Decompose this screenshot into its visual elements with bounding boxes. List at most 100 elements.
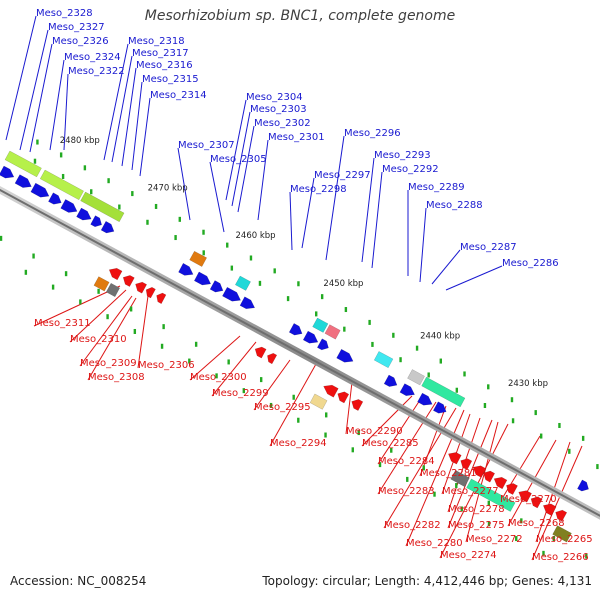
reverse-gene-arrow — [542, 503, 557, 516]
reverse-gene-label: Meso_2266 — [532, 552, 589, 563]
leader-line — [361, 157, 375, 263]
scale-ticks — [0, 139, 599, 559]
reverse-gene-arrow — [448, 452, 462, 465]
forward-gene-arrow — [239, 296, 256, 310]
scale-label: 2480 kbp — [60, 136, 100, 146]
reverse-gene-arrow — [472, 465, 487, 478]
leader-line — [63, 73, 69, 151]
tick-dot — [542, 550, 545, 556]
forward-gene-label: Meso_2314 — [150, 90, 207, 101]
forward-gene-label: Meso_2303 — [250, 104, 307, 115]
tick-dot — [202, 250, 205, 256]
forward-gene-label: Meso_2297 — [314, 170, 371, 181]
leader-line — [225, 99, 247, 201]
tick-dot — [378, 462, 382, 468]
forward-gene-label: Meso_2328 — [36, 8, 93, 19]
tick-dot — [539, 433, 543, 439]
reverse-gene-label: Meso_2272 — [466, 534, 523, 545]
tick-dot — [455, 483, 458, 489]
tick-dot — [259, 377, 263, 383]
reverse-gene-arrow — [518, 490, 532, 503]
leader-line — [29, 43, 53, 153]
leader-line — [121, 67, 137, 167]
tick-dot — [324, 432, 327, 438]
label-leader-lines — [5, 15, 583, 561]
forward-gene-arrow — [316, 338, 329, 351]
forward-gene-label: Meso_2322 — [68, 66, 125, 77]
reverse-gene-label: Meso_2270 — [500, 494, 557, 505]
tick-dot — [178, 216, 181, 222]
feature-block — [80, 191, 125, 223]
forward-gene-arrow — [178, 262, 194, 276]
forward-gene-label: Meso_2326 — [52, 36, 109, 47]
leader-line — [69, 289, 127, 343]
tick-dot — [90, 189, 93, 195]
leader-line — [371, 171, 383, 269]
forward-gene-label: Meso_2289 — [408, 182, 465, 193]
tick-dot — [36, 139, 39, 145]
reverse-gene-arrow — [267, 352, 278, 365]
forward-gene-arrow — [60, 199, 78, 213]
leader-line — [103, 43, 129, 161]
reverse-gene-label: Meso_2299 — [212, 388, 269, 399]
scale-label: 2470 kbp — [148, 184, 188, 194]
tick-dot — [325, 412, 328, 418]
leader-line — [445, 265, 503, 291]
leader-line — [431, 249, 461, 285]
tick-dot — [483, 403, 487, 409]
leader-line — [361, 395, 413, 447]
feature-block — [421, 376, 466, 408]
tick-dot — [51, 284, 55, 290]
forward-gene-label: Meso_2315 — [142, 74, 199, 85]
leader-line — [289, 191, 293, 251]
leader-line — [137, 295, 149, 369]
leader-line — [269, 363, 317, 447]
forward-gene-arrow — [209, 280, 224, 293]
tick-dot — [511, 418, 515, 424]
forward-gene-label: Meso_2296 — [344, 128, 401, 139]
forward-gene-label: Meso_2302 — [254, 118, 311, 129]
map-title: Mesorhizobium sp. BNC1, complete genome — [144, 8, 456, 24]
tick-dot — [292, 394, 295, 400]
forward-gene-label: Meso_2293 — [374, 150, 431, 161]
tick-dot — [351, 447, 354, 453]
tick-dot — [129, 306, 133, 312]
tick-dot — [269, 402, 273, 408]
forward-gene-arrow — [0, 165, 15, 179]
forward-gene-arrow — [336, 348, 354, 363]
leader-line — [345, 381, 353, 435]
tick-dot — [286, 296, 290, 302]
tick-dot — [33, 158, 37, 164]
leader-line — [111, 55, 133, 163]
tick-dot — [0, 235, 3, 241]
leader-line — [257, 139, 269, 221]
tick-dot — [515, 536, 518, 542]
leader-line — [33, 285, 121, 327]
tick-dot — [97, 288, 100, 294]
forward-gene-arrow — [193, 271, 212, 286]
reverse-gene-label: Meso_2280 — [406, 538, 463, 549]
forward-gene-label: Meso_2298 — [290, 184, 347, 195]
scale-label: 2440 kbp — [420, 331, 460, 341]
forward-gene-arrow — [399, 383, 415, 396]
forward-gene-label: Meso_2304 — [246, 92, 303, 103]
tick-dot — [162, 324, 165, 330]
feature-block — [189, 250, 208, 267]
feature-block — [373, 351, 394, 369]
tick-dot — [215, 373, 218, 379]
forward-gene-label: Meso_2288 — [426, 200, 483, 211]
scale-label: 2430 kbp — [508, 379, 548, 389]
leader-line — [131, 81, 143, 171]
reverse-gene-label: Meso_2294 — [270, 438, 327, 449]
leader-line — [139, 97, 151, 177]
leader-line — [49, 59, 65, 151]
tick-dot — [422, 465, 425, 471]
leader-line — [447, 419, 493, 529]
forward-gene-arrow — [100, 220, 115, 234]
forward-gene-label: Meso_2327 — [48, 22, 105, 33]
tick-dot — [487, 500, 490, 506]
reverse-gene-label: Meso_2274 — [440, 550, 497, 561]
leader-line — [419, 207, 427, 283]
topology-text: Topology: circular; Length: 4,412,446 bp… — [262, 574, 592, 588]
